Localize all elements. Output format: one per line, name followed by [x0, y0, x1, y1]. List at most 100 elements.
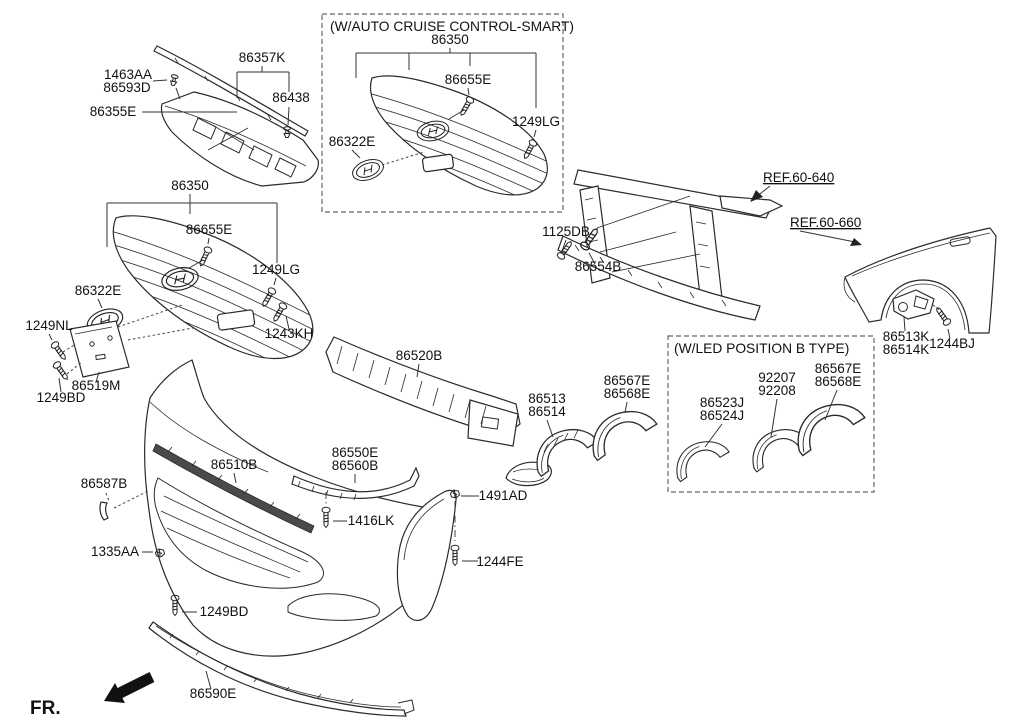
label-86438: 86438 — [272, 90, 310, 105]
leader-1244bj — [947, 328, 951, 340]
leader-led-92207 — [770, 398, 778, 438]
leader-1249lg — [273, 277, 277, 286]
leader-cruise-86322e — [351, 149, 361, 159]
bumper-side-corner-piece — [396, 489, 457, 622]
label-1249lg: 1249LG — [252, 262, 300, 277]
led-box-title: (W/LED POSITION B TYPE) — [674, 341, 849, 356]
fog-lamp-cover — [536, 428, 599, 477]
label-92208: 92208 — [758, 383, 796, 398]
bolt-1244fe — [450, 544, 460, 566]
leader-86510b — [233, 472, 237, 484]
assembly-line-emblem — [117, 304, 199, 341]
label-1463aa: 1463AA — [104, 67, 152, 82]
leader-1243kh — [285, 315, 290, 330]
label-92207: 92207 — [758, 370, 796, 385]
label-86357k: 86357K — [239, 50, 286, 65]
leader-86513 — [546, 419, 554, 438]
screw-1249nl — [49, 339, 69, 363]
label-led-86567e: 86567E — [815, 361, 862, 376]
label-86590e: 86590E — [190, 686, 237, 701]
label-86655e: 86655E — [186, 222, 233, 237]
label-1249nl: 1249NL — [25, 318, 73, 333]
label-1335aa: 1335AA — [91, 544, 139, 559]
label-led-86568e: 86568E — [815, 374, 862, 389]
leader-86513k — [903, 316, 906, 332]
leader-86590e — [205, 670, 212, 690]
auto-cruise-option-box — [321, 13, 564, 213]
label-86355e: 86355E — [90, 104, 137, 119]
radiator-support-assembly — [557, 169, 784, 321]
label-1491ad: 1491AD — [479, 488, 528, 503]
leader-1249bd-upper — [58, 377, 62, 393]
leader-86567e — [624, 401, 628, 414]
led-position-option-box — [667, 335, 875, 493]
label-86350: 86350 — [171, 178, 209, 193]
main-grille — [112, 215, 314, 360]
led-cover-left — [676, 441, 730, 483]
cruise-emblem-badge — [349, 155, 387, 185]
leader-led-86567e — [824, 389, 838, 421]
leader-ref660 — [799, 230, 856, 243]
label-86550e: 86550E — [332, 445, 379, 460]
label-86593d: 86593D — [103, 80, 151, 95]
bumper-cover — [144, 359, 453, 657]
leader-86520b — [416, 363, 420, 378]
bumper-lower-lip — [148, 621, 415, 717]
leader-cruise-86655e — [448, 87, 470, 120]
active-air-flap-assembly — [160, 91, 319, 187]
label-86519m: 86519M — [72, 378, 121, 393]
front-fender — [843, 227, 997, 334]
label-86514: 86514 — [528, 404, 566, 419]
fr-direction-label: FR. — [30, 698, 61, 719]
leader-86587b — [105, 490, 149, 509]
label-1249bd-lower: 1249BD — [200, 604, 249, 619]
label-cruise-86350: 86350 — [431, 32, 469, 47]
auto-cruise-box-title: (W/AUTO CRUISE CONTROL-SMART) — [330, 19, 574, 34]
leader-86357k — [236, 66, 290, 98]
leader-86519m — [95, 371, 100, 383]
label-86514k: 86514K — [883, 342, 930, 357]
side-cover-trim — [592, 410, 658, 462]
label-cruise-86322e: 86322E — [329, 134, 376, 149]
label-86322e: 86322E — [75, 283, 122, 298]
label-86510b: 86510B — [211, 457, 258, 472]
bolt-1244bj — [933, 304, 953, 328]
label-ref-60-640: REF.60-640 — [763, 170, 834, 185]
leader-86322e — [97, 298, 103, 309]
label-86587b: 86587B — [81, 476, 128, 491]
assembly-line-bracket — [62, 343, 83, 375]
label-86513k: 86513K — [883, 329, 930, 344]
leader-86350 — [106, 194, 278, 263]
leader-1125db — [561, 239, 567, 252]
leader-1463aa — [152, 79, 181, 100]
leader-86655e — [188, 237, 210, 269]
cruise-grille — [369, 75, 548, 196]
screw-1249bd-upper — [51, 359, 71, 383]
label-1416lk: 1416LK — [348, 513, 395, 528]
label-ref-60-660: REF.60-660 — [790, 215, 861, 230]
label-1244fe: 1244FE — [476, 554, 523, 569]
top-molding-strip — [153, 45, 309, 137]
leader-86554b-long — [596, 195, 691, 229]
label-1244bj: 1244BJ — [929, 336, 975, 351]
assembly-line-cruise-emblem — [381, 151, 425, 166]
led-cover-right — [797, 403, 866, 457]
label-cruise-1249lg: 1249LG — [512, 114, 560, 129]
label-86554b: 86554B — [575, 259, 622, 274]
leader-1249nl — [48, 333, 53, 341]
bumper-energy-absorber — [325, 336, 521, 447]
label-86567e: 86567E — [604, 373, 651, 388]
leader-86554b — [588, 252, 596, 265]
arrowhead-ref640 — [750, 190, 763, 202]
label-86523j: 86523J — [700, 395, 744, 410]
label-86568e: 86568E — [604, 386, 651, 401]
label-1243kh: 1243KH — [265, 326, 314, 341]
side-sensor-bracket — [892, 289, 942, 320]
label-1125db: 1125DB — [542, 224, 590, 239]
leader-cruise-86350 — [355, 48, 537, 108]
label-86513: 86513 — [528, 391, 566, 406]
leader-cruise-1249lg — [533, 129, 537, 138]
leader-led-86523j — [704, 423, 723, 448]
